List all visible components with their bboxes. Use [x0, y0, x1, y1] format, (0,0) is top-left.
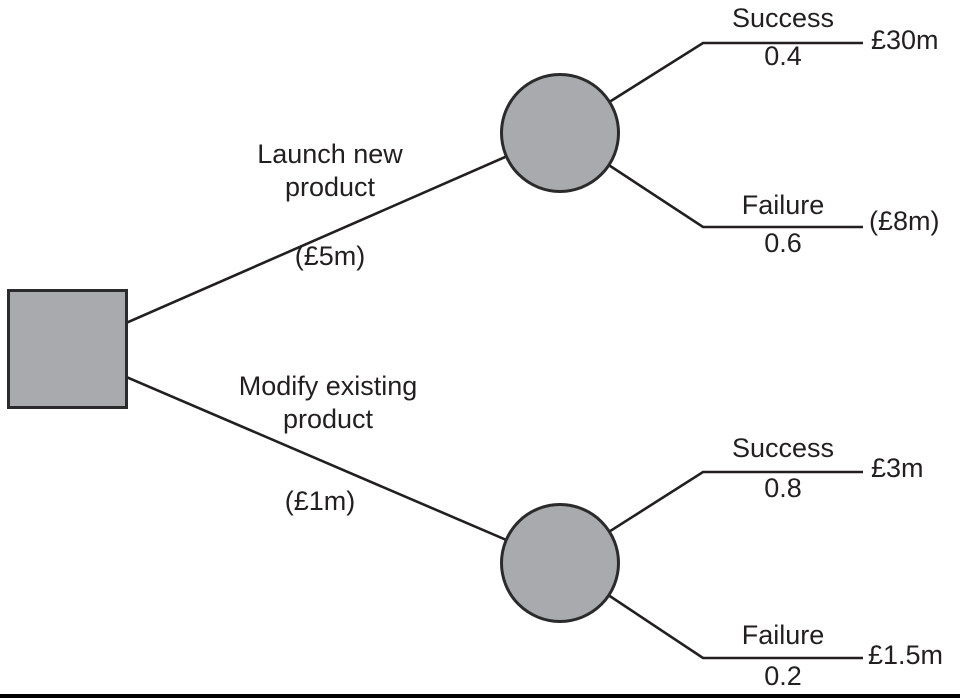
chance-node-modify — [500, 503, 620, 623]
launch-failure-probability: 0.6 — [764, 228, 802, 258]
modify-failure-probability: 0.2 — [764, 661, 802, 691]
modify-branch-label-line1: Modify existing — [238, 371, 418, 401]
modify-failure-label: Failure — [741, 620, 825, 650]
launch-branch-label: Launch new product — [230, 138, 430, 204]
launch-branch-label-line1: Launch new — [257, 139, 403, 169]
modify-branch-label: Modify existing product — [228, 370, 428, 436]
launch-failure-payoff: (£8m) — [869, 206, 940, 236]
chance-node-launch — [500, 73, 620, 193]
launch-success-payoff: £30m — [871, 25, 939, 55]
launch-success-label: Success — [731, 3, 835, 33]
decision-node — [7, 289, 128, 409]
launch-failure-label: Failure — [741, 190, 825, 220]
modify-success-label: Success — [731, 433, 835, 463]
launch-success-probability: 0.4 — [764, 41, 802, 71]
modify-branch-label-line2: product — [282, 404, 374, 434]
launch-branch-label-line2: product — [284, 172, 376, 202]
launch-branch-cost: (£5m) — [294, 241, 366, 271]
modify-success-probability: 0.8 — [764, 473, 802, 503]
edge-modify-branch — [109, 368, 561, 565]
modify-branch-cost: (£1m) — [284, 486, 356, 516]
modify-failure-payoff: £1.5m — [868, 640, 944, 670]
modify-success-payoff: £3m — [871, 453, 924, 483]
edge-launch-branch — [109, 131, 561, 332]
